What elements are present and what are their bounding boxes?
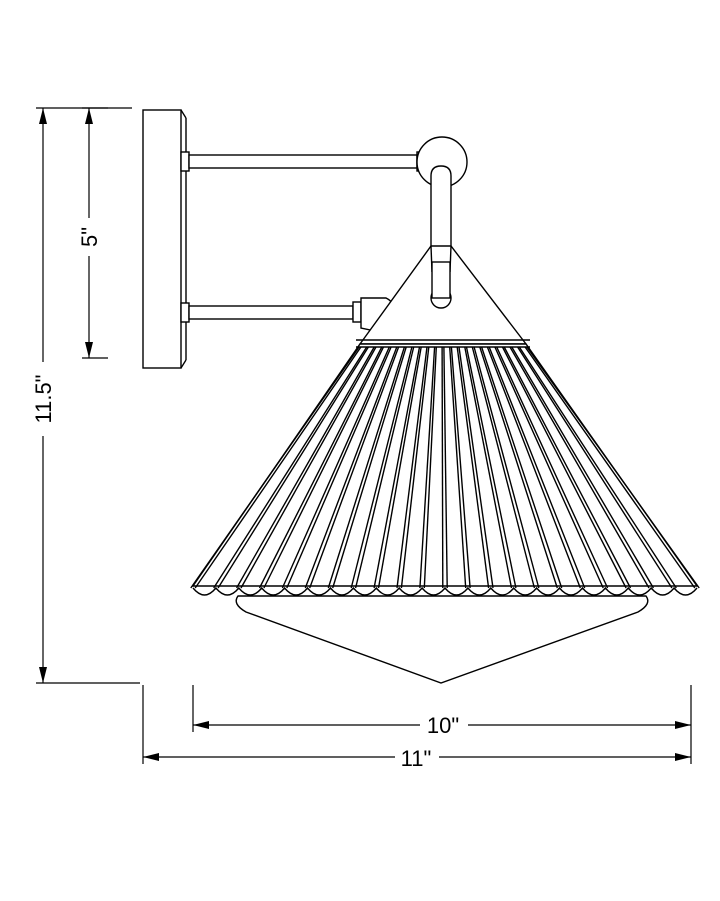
- shade-pleat-line: [517, 346, 673, 589]
- depth-arrow-right: [675, 753, 691, 761]
- upper-arm-collar-wall: [180, 151, 190, 172]
- shade-pleat-line: [449, 346, 467, 589]
- depth-dimension: 11": [142, 685, 692, 771]
- shade-pleat-line: [377, 346, 422, 589]
- shade-pleat-line: [441, 346, 444, 589]
- shade-pleat-line: [423, 346, 437, 589]
- shade-pleat-line: [456, 346, 490, 589]
- shade-pleat-line: [511, 346, 655, 589]
- shade-pleat-line: [354, 346, 415, 589]
- arm-arrow-top: [85, 108, 93, 124]
- wall-backplate: [142, 109, 187, 369]
- height-label: 11.5": [31, 375, 56, 424]
- shade-pleat-line: [496, 346, 609, 589]
- height-arrow-top: [39, 108, 47, 124]
- shade-width-label-bg: [420, 710, 468, 736]
- shade-pleat-line: [450, 346, 471, 589]
- shade-pleat-line: [396, 346, 428, 589]
- shade-pleat-line: [309, 346, 400, 589]
- hook-lower-stem: [431, 261, 451, 299]
- shade-width-label: 10": [427, 713, 459, 738]
- height-arrow-bottom: [39, 667, 47, 683]
- backplate-edge-bottom: [180, 359, 187, 369]
- shade-pleats: [190, 346, 700, 589]
- lower-arm-collar-wall: [180, 302, 190, 323]
- shade-pleat-line: [400, 346, 430, 589]
- shade-pleat-line: [235, 346, 375, 589]
- shade-pleat-line: [526, 346, 700, 589]
- shade-scalloped-edge: [192, 586, 698, 596]
- shade-pleat-line: [240, 346, 377, 589]
- upper-arm: [180, 151, 426, 172]
- backplate-edge-top: [180, 109, 187, 119]
- shade-pleat-line: [327, 346, 406, 589]
- shade-pleat-line: [480, 346, 563, 589]
- height-dimension: 11.5": [31, 107, 140, 684]
- lower-arm-collar-end: [352, 301, 362, 323]
- shade-pleat-line: [258, 346, 383, 589]
- shade-pleat-line: [518, 346, 677, 589]
- shade-pleat-line: [419, 346, 436, 589]
- shade-pleat-line: [471, 346, 536, 589]
- arm-spacing-dimension: 5": [77, 107, 108, 359]
- shade-pleat-line: [488, 346, 586, 589]
- pleated-shade: [190, 339, 700, 596]
- shade-pleat-line: [286, 346, 392, 589]
- backplate-body: [142, 109, 182, 369]
- shade-pleat-line: [464, 346, 513, 589]
- lower-arm: [180, 297, 395, 333]
- depth-label-bg: [395, 742, 439, 768]
- shade-pleat-line: [281, 346, 390, 589]
- arm-spacing-label: 5": [77, 227, 102, 247]
- upper-arm-rod: [188, 154, 418, 169]
- diffuser: [235, 595, 649, 684]
- shade-pleat-line: [473, 346, 540, 589]
- shade-pleat-line: [332, 346, 407, 589]
- shade-cap: [358, 245, 528, 345]
- shade-pleat-line: [304, 346, 398, 589]
- shade-pleat-line: [494, 346, 604, 589]
- shade-pleat-line: [350, 346, 413, 589]
- depth-arrow-left: [143, 753, 159, 761]
- shade-pleat-line: [213, 346, 368, 589]
- shade-pleat-line: [465, 346, 517, 589]
- shade-pleat-line: [373, 346, 421, 589]
- shade-pleat-line: [524, 346, 696, 589]
- shade-pleat-line: [443, 346, 448, 589]
- shade-pleat-line: [509, 346, 650, 589]
- shade-pleat-line: [190, 346, 360, 589]
- arm-arrow-bottom: [85, 342, 93, 358]
- shade-width-arrow-left: [193, 721, 209, 729]
- shade-pleat-line: [217, 346, 369, 589]
- shade-width-arrow-right: [675, 721, 691, 729]
- depth-label: 11": [401, 746, 432, 771]
- shade-pleat-line: [479, 346, 558, 589]
- shade-pleat-line: [194, 346, 362, 589]
- shade-pleat-line: [501, 346, 627, 589]
- shade-pleat-line: [263, 346, 385, 589]
- shade-pleat-line: [486, 346, 581, 589]
- diffuser-body: [235, 595, 649, 684]
- shade-pleat-line: [503, 346, 632, 589]
- shade-pleat-line: [458, 346, 494, 589]
- lower-arm-rod: [188, 305, 354, 320]
- shade-width-dimension: 10": [192, 685, 692, 738]
